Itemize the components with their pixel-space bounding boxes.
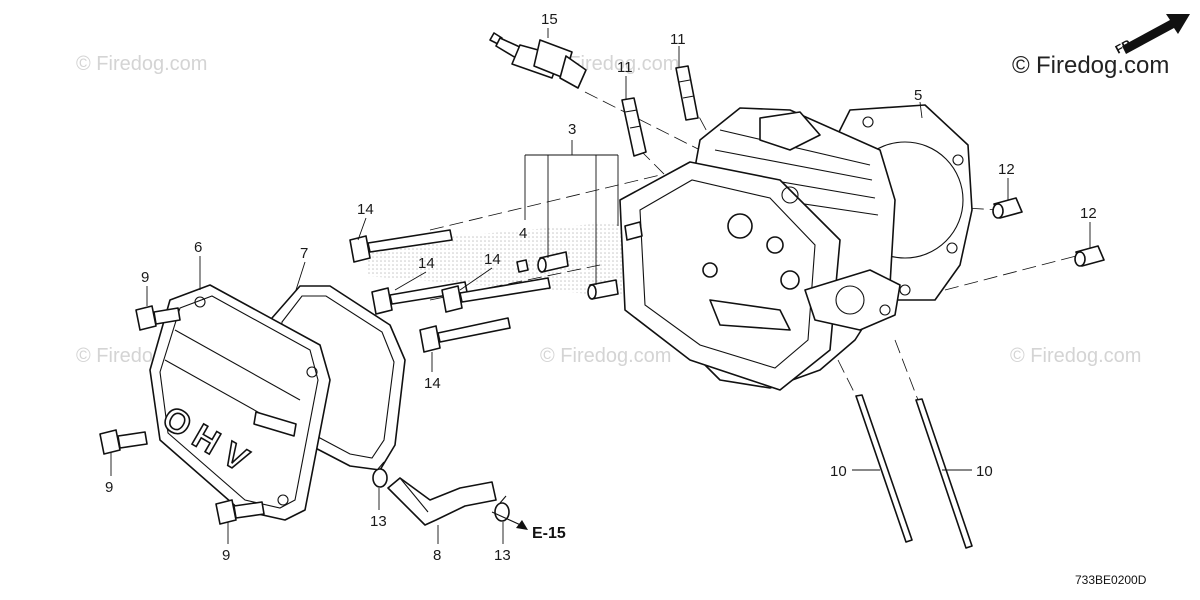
bolts (349, 229, 551, 353)
bolt-9-a (135, 305, 181, 331)
callout-8: 8 (433, 547, 441, 564)
nipple-12-b (1074, 245, 1105, 267)
callout-9: 9 (105, 479, 113, 496)
callout-12: 12 (1080, 205, 1097, 222)
brand-name: Firedog.com (1036, 52, 1169, 79)
brand-copyright: © (1012, 52, 1030, 79)
stud-11-b (675, 65, 699, 121)
spark-plug (489, 32, 587, 89)
bolt-9-c (215, 499, 265, 525)
watermark: © Firedog.com (1010, 345, 1141, 367)
bolt-9-b (99, 429, 148, 455)
head-cover: O H V (149, 284, 331, 521)
leader-lines (110, 28, 1091, 544)
bolt-14-c (441, 277, 551, 313)
callout-13: 13 (370, 513, 387, 530)
callout-13: 13 (494, 547, 511, 564)
tube-clamp-a (372, 461, 388, 488)
callout-9: 9 (222, 547, 230, 564)
tube-clamp-b (494, 495, 510, 522)
diagram-code: 733BE0200D (1075, 573, 1147, 587)
callout-9: 9 (141, 269, 149, 286)
callout-3: 3 (568, 121, 576, 138)
callouts: 15 11 11 5 3 12 12 14 14 14 14 4 6 7 9 9… (105, 11, 1097, 564)
watermark: © Firedog.com (540, 345, 671, 367)
callout-4: 4 (519, 225, 527, 242)
push-rods (855, 394, 973, 549)
callout-5: 5 (914, 87, 922, 104)
callout-14: 14 (424, 375, 441, 392)
bolt-14-d (419, 317, 511, 353)
callout-14: 14 (484, 251, 501, 268)
stud-11-a (621, 97, 647, 157)
callout-11: 11 (617, 59, 633, 76)
cylinder-head (619, 107, 901, 391)
bolt-14-a (349, 229, 453, 263)
watermark: © Firedog.com (76, 53, 207, 75)
callout-15: 15 (541, 11, 558, 28)
brand-logo: © Firedog.com FR. (1012, 14, 1190, 79)
callout-14: 14 (418, 255, 435, 272)
dowel-pins (516, 221, 643, 300)
tube-link-arrow (491, 511, 528, 530)
callout-14: 14 (357, 201, 374, 218)
front-arrow-icon: FR. (1113, 14, 1190, 57)
breather-tube (387, 477, 497, 526)
callout-10: 10 (976, 463, 993, 480)
callout-11: 11 (670, 31, 686, 48)
nipple-12-a (992, 197, 1023, 219)
reference-label: E-15 (532, 525, 566, 542)
callout-12: 12 (998, 161, 1015, 178)
callout-7: 7 (300, 245, 308, 262)
callout-6: 6 (194, 239, 202, 256)
callout-10: 10 (830, 463, 847, 480)
